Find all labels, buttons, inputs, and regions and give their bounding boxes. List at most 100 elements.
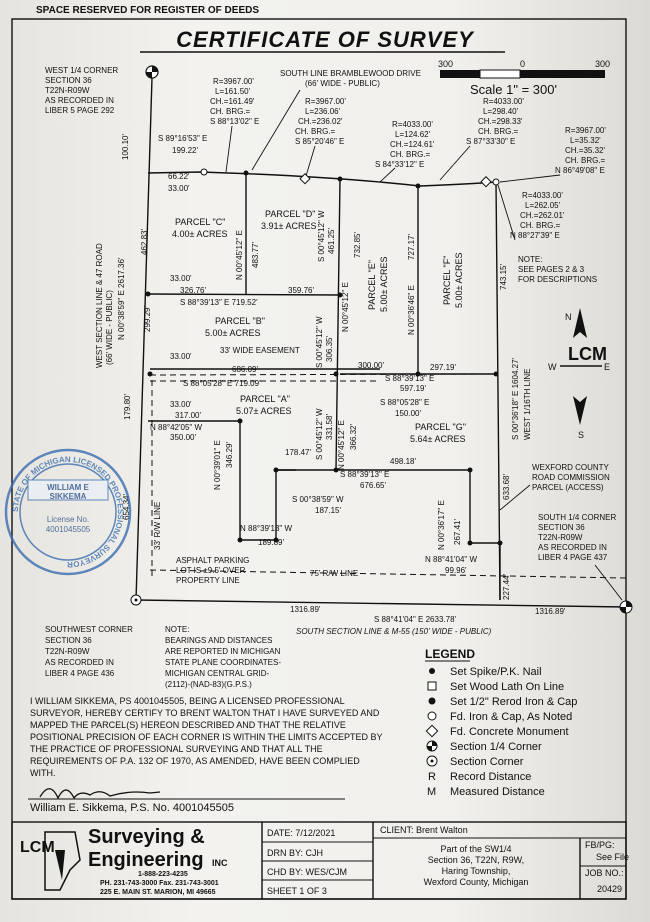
- svg-text:S 00°36'18" E 1604.27': S 00°36'18" E 1604.27': [511, 357, 520, 440]
- svg-text:5.00± ACRES: 5.00± ACRES: [379, 257, 389, 312]
- curve-4-label: R=4033.00' L=298.40' CH.=298.33' CH. BRG…: [466, 97, 524, 146]
- svg-text:PARCEL "C": PARCEL "C": [175, 217, 225, 227]
- svg-text:T22N-R09W: T22N-R09W: [45, 647, 90, 656]
- svg-text:DATE: 7/12/2021: DATE: 7/12/2021: [267, 828, 335, 838]
- svg-text:N 88°41'04" W: N 88°41'04" W: [425, 555, 477, 564]
- svg-text:300.00': 300.00': [358, 361, 384, 370]
- signature: [39, 788, 161, 800]
- svg-text:N 00°39'01" E: N 00°39'01" E: [213, 440, 222, 490]
- svg-text:1316.89': 1316.89': [535, 607, 566, 616]
- svg-text:AS RECORDED IN: AS RECORDED IN: [45, 658, 114, 667]
- svg-text:M: M: [427, 786, 436, 798]
- svg-text:CH.=298.33': CH.=298.33': [478, 117, 523, 126]
- svg-text:L=298.40': L=298.40': [483, 107, 519, 116]
- svg-text:Fd. Iron & Cap, As Noted: Fd. Iron & Cap, As Noted: [450, 711, 572, 723]
- svg-text:4001045505: 4001045505: [46, 525, 91, 534]
- svg-text:179.80': 179.80': [123, 394, 132, 420]
- svg-text:MICHIGAN CENTRAL GRID-: MICHIGAN CENTRAL GRID-: [165, 669, 269, 678]
- svg-text:PARCEL "F": PARCEL "F": [442, 256, 452, 305]
- svg-text:S 84°33'12" E: S 84°33'12" E: [375, 160, 424, 169]
- svg-text:PARCEL "G": PARCEL "G": [415, 422, 466, 432]
- svg-text:99.96': 99.96': [445, 566, 467, 575]
- svg-text:L=236.06': L=236.06': [305, 107, 341, 116]
- svg-text:S 00°45'12" W: S 00°45'12" W: [315, 408, 324, 460]
- svg-text:DRN BY: CJH: DRN BY: CJH: [267, 848, 323, 858]
- svg-text:WITH.: WITH.: [30, 768, 56, 778]
- svg-text:S 88°39'13" E: S 88°39'13" E: [385, 374, 434, 383]
- curve-5-label: R=3967.00' L=35.32' CH.=35.32' CH. BRG.=…: [555, 126, 606, 175]
- svg-text:Wexford County, Michigan: Wexford County, Michigan: [424, 877, 529, 887]
- svg-text:POSITIONAL PRECISION OF EACH C: POSITIONAL PRECISION OF EACH CORNER IS W…: [30, 732, 383, 742]
- svg-text:CH.=161.49': CH.=161.49': [210, 97, 255, 106]
- svg-text:33' WIDE EASEMENT: 33' WIDE EASEMENT: [220, 346, 300, 355]
- svg-text:INC: INC: [212, 858, 228, 868]
- svg-text:PH. 231-743-3000 Fax. 231-743: PH. 231-743-3000 Fax. 231-743-3001: [100, 880, 219, 887]
- svg-text:R=4033.00': R=4033.00': [392, 120, 433, 129]
- svg-text:LOT IS ±9.5' OVER: LOT IS ±9.5' OVER: [176, 566, 246, 575]
- svg-text:T22N-R09W: T22N-R09W: [538, 533, 583, 542]
- svg-text:Section 36, T22N, R9W,: Section 36, T22N, R9W,: [428, 855, 524, 865]
- svg-text:LEGEND: LEGEND: [425, 647, 475, 661]
- svg-text:N 00°45'12" E: N 00°45'12" E: [337, 420, 346, 470]
- svg-text:S 00°45'12" W: S 00°45'12" W: [315, 316, 324, 368]
- svg-text:N 00°45'12" E: N 00°45'12" E: [341, 282, 350, 332]
- svg-text:S 00°45'12" W: S 00°45'12" W: [317, 210, 326, 262]
- svg-text:L=35.32': L=35.32': [570, 136, 601, 145]
- svg-text:ARE REPORTED IN MICHIGAN: ARE REPORTED IN MICHIGAN: [165, 647, 281, 656]
- svg-text:S 88°41'04" E 2633.78': S 88°41'04" E 2633.78': [374, 615, 457, 624]
- note-wexford: WEXFORD COUNTY ROAD COMMISSION PARCEL (A…: [532, 463, 610, 492]
- svg-text:R=4033.00': R=4033.00': [483, 97, 524, 106]
- svg-text:66.22': 66.22': [168, 172, 190, 181]
- svg-text:CH.=236.02': CH.=236.02': [298, 117, 343, 126]
- s-corner-label: SOUTH 1/4 CORNER SECTION 36 T22N-R09W AS…: [538, 513, 616, 562]
- svg-text:CH.=35.32': CH.=35.32': [565, 146, 605, 155]
- svg-text:R=3967.00': R=3967.00': [213, 77, 254, 86]
- svg-text:SOUTHWEST CORNER: SOUTHWEST CORNER: [45, 625, 133, 634]
- svg-text:5.00± ACRES: 5.00± ACRES: [205, 328, 260, 338]
- svg-text:1-888-223-4235: 1-888-223-4235: [138, 871, 188, 878]
- title-block: LCM Surveying & Engineering INC 1-888-22…: [11, 821, 629, 900]
- svg-text:N 88°27'39" E: N 88°27'39" E: [510, 231, 560, 240]
- svg-text:SURVEYOR, HEREBY CERTIFY TO BR: SURVEYOR, HEREBY CERTIFY TO BRENT WALTON…: [30, 708, 380, 718]
- svg-text:Fd. Concrete Monument: Fd. Concrete Monument: [450, 726, 569, 738]
- reroad-iron-cap-icon: [428, 697, 436, 705]
- svg-text:Scale 1" = 300': Scale 1" = 300': [470, 82, 557, 97]
- svg-text:S 88°05'28" E: S 88°05'28" E: [380, 398, 429, 407]
- svg-text:306.35': 306.35': [325, 336, 334, 362]
- svg-text:W: W: [548, 362, 557, 372]
- svg-text:STATE PLANE COORDINATES-: STATE PLANE COORDINATES-: [165, 658, 281, 667]
- svg-text:I WILLIAM SIKKEMA, PS 40010455: I WILLIAM SIKKEMA, PS 4001045505, BEING …: [30, 696, 345, 706]
- svg-text:CH.=262.01': CH.=262.01': [520, 211, 565, 220]
- svg-text:MAPPED THE PARCEL(S) HEREON DE: MAPPED THE PARCEL(S) HEREON DESCRIBED AN…: [30, 720, 346, 730]
- svg-text:THE PRACTICE OF PROFESSIONAL S: THE PRACTICE OF PROFESSIONAL SURVEYING A…: [30, 744, 323, 754]
- svg-text:Measured Distance: Measured Distance: [450, 786, 545, 798]
- svg-text:Section Corner: Section Corner: [450, 756, 524, 768]
- svg-text:N 00°45'12" E: N 00°45'12" E: [235, 230, 244, 280]
- svg-text:CH.=124.61': CH.=124.61': [390, 140, 435, 149]
- svg-text:R=3967.00': R=3967.00': [305, 97, 346, 106]
- svg-text:NOTE:: NOTE:: [165, 625, 189, 634]
- svg-text:SECTION 36: SECTION 36: [538, 523, 585, 532]
- svg-text:597.19': 597.19': [400, 384, 426, 393]
- svg-text:See File: See File: [596, 852, 629, 862]
- svg-text:N 00°36'17" E: N 00°36'17" E: [437, 500, 446, 550]
- svg-text:CH. BRG.=: CH. BRG.=: [210, 107, 251, 116]
- svg-text:N 00°38'59" E 2617.36': N 00°38'59" E 2617.36': [117, 257, 126, 340]
- svg-text:LCM: LCM: [20, 839, 55, 856]
- surveyor-seal: STATE OF MICHIGAN LICENSED PROFESSIONAL …: [4, 448, 132, 576]
- svg-text:461.25': 461.25': [327, 228, 336, 254]
- svg-text:S: S: [578, 430, 584, 440]
- svg-text:N 86°49'08" E: N 86°49'08" E: [555, 166, 605, 175]
- svg-text:CH. BRG.=: CH. BRG.=: [390, 150, 431, 159]
- svg-text:CH. BRG.=: CH. BRG.=: [520, 221, 561, 230]
- section-quarter-corner-icon: [145, 65, 159, 79]
- svg-text:SECTION 36: SECTION 36: [45, 636, 92, 645]
- svg-text:350.00': 350.00': [170, 433, 196, 442]
- svg-text:227.44': 227.44': [502, 574, 511, 600]
- svg-text:75' R/W LINE: 75' R/W LINE: [310, 569, 358, 578]
- found-iron-cap-icon: [427, 711, 437, 721]
- leader-lines: [225, 89, 561, 241]
- svg-text:(2112)-(NAD-83)(G.P.S.): (2112)-(NAD-83)(G.P.S.): [165, 680, 252, 689]
- north-arrow: N LCM W E S: [548, 308, 610, 440]
- svg-text:T22N-R09W: T22N-R09W: [45, 86, 90, 95]
